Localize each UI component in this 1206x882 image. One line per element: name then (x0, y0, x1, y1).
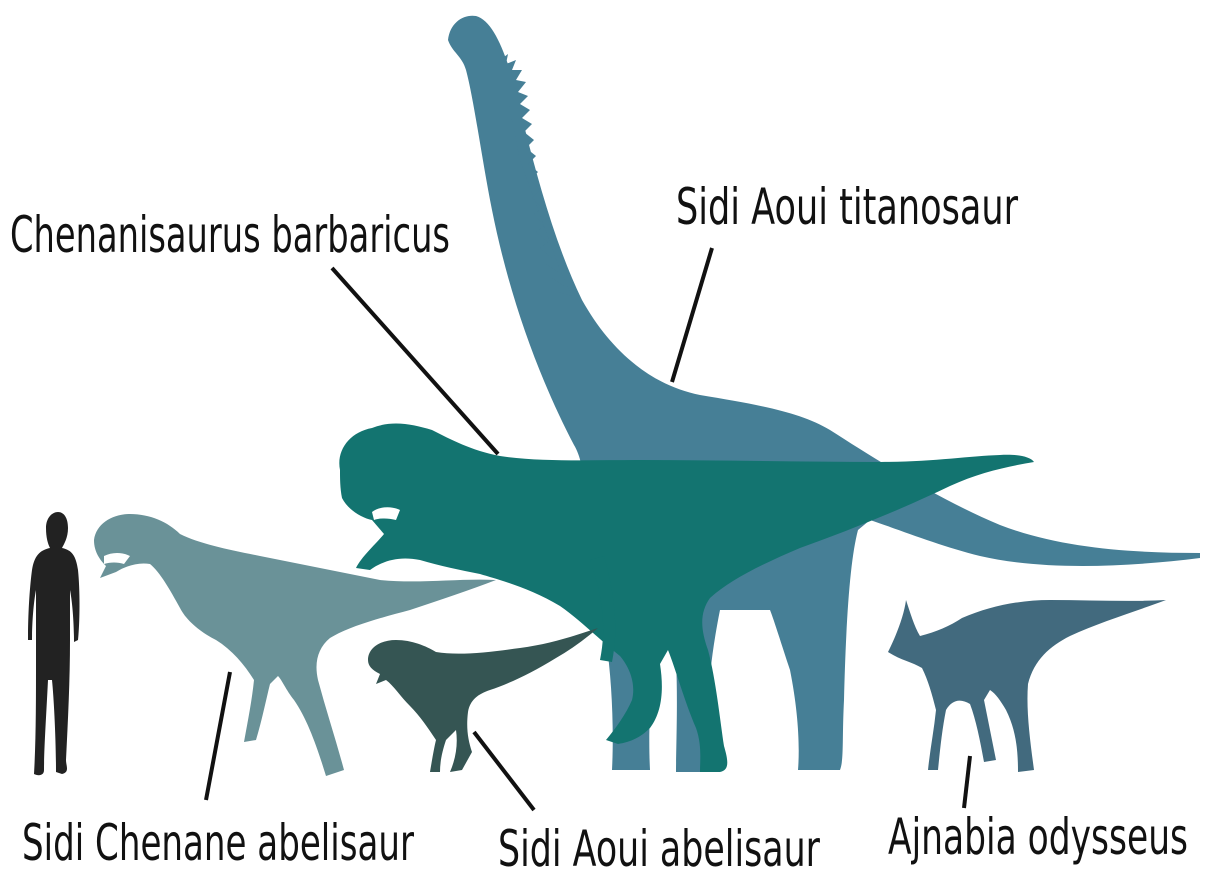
ajnabia-silhouette-icon (888, 600, 1166, 772)
ajnabia-body (888, 600, 1166, 772)
label-aoui-abelisaur: Sidi Aoui abelisaur (498, 820, 820, 878)
titanosaur-body (448, 16, 1200, 772)
human-figure (28, 512, 80, 775)
human-silhouette-icon (28, 512, 80, 775)
titanosaur-silhouette-icon (448, 16, 1200, 772)
aoui-abelisaur-silhouette-icon (368, 628, 598, 772)
leader-line-titanosaur (672, 248, 712, 382)
aoui-abelisaur-body (368, 628, 598, 772)
label-chenanisaurus: Chenanisaurus barbaricus (10, 206, 450, 264)
leader-line-ajnabia (964, 756, 970, 808)
leader-line-chenane-abelisaur (206, 672, 230, 800)
leader-line-aoui-abelisaur (474, 732, 534, 810)
label-ajnabia: Ajnabia odysseus (888, 808, 1188, 866)
label-chenane-abelisaur: Sidi Chenane abelisaur (22, 814, 414, 872)
label-titanosaur: Sidi Aoui titanosaur (676, 178, 1018, 236)
